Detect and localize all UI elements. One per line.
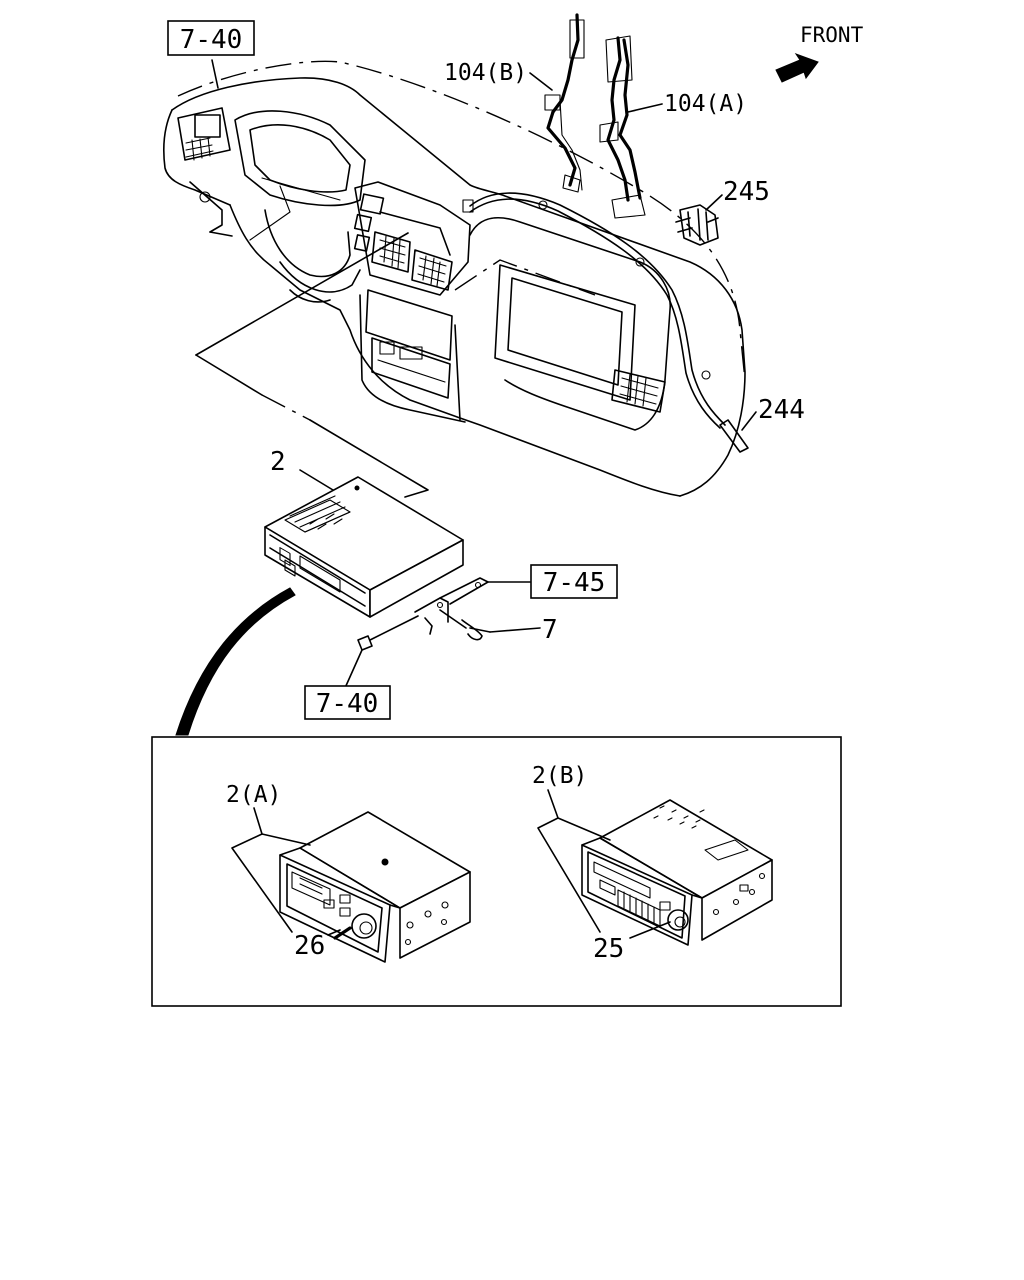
front-label: FRONT (800, 23, 864, 47)
clip-245 (675, 204, 719, 246)
antenna-cable-244 (462, 192, 749, 453)
leader-104b (529, 72, 553, 91)
detail-callout-curve (175, 587, 296, 736)
part-2-label: 2 (270, 447, 286, 477)
front-arrow-icon (775, 53, 819, 83)
labels: 7-40 FRONT 104(B) 104(A) 245 244 2 7-45 … (167, 20, 864, 964)
ref-box-bracket (530, 564, 618, 599)
leader-104a (627, 103, 663, 113)
radio-variant-2a (279, 811, 471, 963)
ref-box-top (167, 20, 255, 56)
ref-bracket-label: 7-45 (543, 568, 606, 598)
leader-2b (537, 789, 671, 939)
part-7-label: 7 (542, 615, 558, 645)
ref-bottom-label: 7-40 (316, 689, 379, 719)
harness-104a (599, 35, 646, 219)
leader-245 (705, 194, 723, 211)
part-2a-label: 2(A) (226, 782, 281, 808)
part-245-label: 245 (723, 177, 770, 207)
part-104a-label: 104(A) (664, 91, 747, 117)
dashboard-leader (195, 59, 429, 498)
dashboard-assembly (163, 60, 746, 497)
ref-box-bottom (304, 685, 391, 720)
harness-104b (544, 13, 585, 193)
leader-lines (299, 469, 541, 689)
part-2b-label: 2(B) (532, 763, 587, 789)
part-26-label: 26 (294, 931, 325, 961)
part-25-label: 25 (593, 934, 624, 964)
leader-244 (741, 411, 757, 431)
ref-top-label: 7-40 (180, 25, 243, 55)
part-244-label: 244 (758, 395, 805, 425)
leader-2a (231, 807, 341, 936)
radio-variant-2b (581, 799, 773, 946)
part-104b-label: 104(B) (444, 60, 527, 86)
radio-unit (264, 476, 491, 651)
